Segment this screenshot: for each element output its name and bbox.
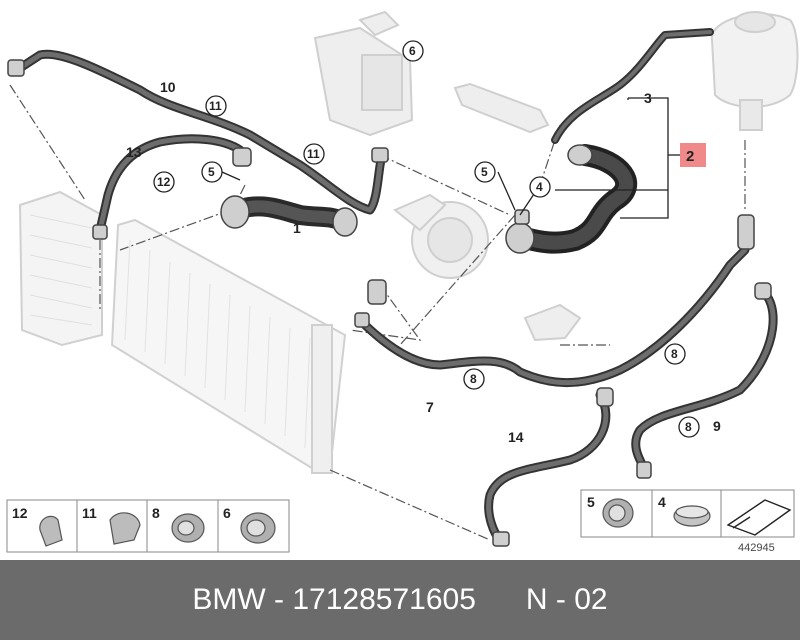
legend-label-12: 12 bbox=[12, 505, 28, 521]
thermostat-ghost bbox=[453, 82, 550, 134]
callout-labels: 1 3 7 9 10 13 14 bbox=[126, 79, 721, 445]
callout-9: 9 bbox=[713, 418, 721, 434]
callout-8b: 8 bbox=[671, 347, 678, 361]
callout-11a: 11 bbox=[209, 99, 222, 113]
hose-3 bbox=[551, 28, 714, 144]
footer-part-number: 17128571605 bbox=[292, 583, 476, 616]
legend-left: 12 11 8 6 bbox=[6, 499, 290, 553]
callout-11b: 11 bbox=[307, 147, 320, 161]
legend-right: 5 4 bbox=[580, 489, 795, 538]
clamp-6-icon bbox=[240, 512, 276, 544]
water-pump-ghost bbox=[393, 193, 489, 279]
intercooler-ghost bbox=[18, 190, 103, 347]
expansion-tank-ghost bbox=[710, 11, 799, 131]
footer-brand: BMW bbox=[192, 583, 266, 616]
legend-label-6: 6 bbox=[223, 505, 231, 521]
fittings bbox=[7, 59, 772, 547]
clip-12-icon bbox=[39, 515, 63, 547]
callout-4: 4 bbox=[536, 180, 543, 194]
callout-12: 12 bbox=[157, 175, 171, 189]
clamp-4-icon bbox=[673, 505, 711, 527]
radiator-ghost bbox=[110, 218, 347, 474]
callout-13: 13 bbox=[126, 144, 142, 160]
legend-label-5: 5 bbox=[587, 494, 595, 510]
hoses bbox=[15, 28, 778, 545]
callout-2: 2 bbox=[686, 148, 694, 165]
footer-position: N - 02 bbox=[525, 583, 608, 616]
callout-5b: 5 bbox=[481, 165, 488, 179]
legend-label-4: 4 bbox=[658, 494, 666, 510]
callout-5a: 5 bbox=[208, 165, 215, 179]
callout-3: 3 bbox=[644, 90, 652, 106]
legend-label-11: 11 bbox=[82, 505, 97, 521]
footer-spacer bbox=[476, 583, 526, 617]
control-module-ghost bbox=[313, 10, 414, 137]
callout-6: 6 bbox=[409, 44, 416, 58]
hose-9 bbox=[631, 285, 778, 475]
callout-1: 1 bbox=[293, 220, 301, 236]
diagram-number: 442945 bbox=[738, 542, 775, 554]
direction-arrow-icon bbox=[726, 499, 792, 536]
legend-label-8: 8 bbox=[152, 505, 160, 521]
callout-10: 10 bbox=[160, 79, 176, 95]
footer-sep-1: - bbox=[265, 583, 293, 616]
clip-11-icon bbox=[109, 512, 141, 545]
callout-14: 14 bbox=[508, 429, 524, 445]
callout-brackets bbox=[221, 97, 682, 219]
parts-diagram: 1 3 7 9 10 13 14 2 11 11 12 5 5 4 6 8 8 … bbox=[6, 10, 799, 554]
callout-7: 7 bbox=[426, 399, 434, 415]
connector-5-icon bbox=[602, 498, 634, 528]
callout-8a: 8 bbox=[470, 372, 477, 386]
footer-bar: BMW - 17128571605 N - 02 bbox=[0, 560, 800, 640]
circled-callouts: 11 11 12 5 5 4 6 8 8 8 bbox=[153, 40, 700, 438]
clamp-8-icon bbox=[171, 513, 205, 543]
aux-pump-ghost bbox=[523, 303, 582, 342]
callout-8c: 8 bbox=[685, 420, 692, 434]
callout-2-highlight: 2 bbox=[680, 143, 706, 167]
